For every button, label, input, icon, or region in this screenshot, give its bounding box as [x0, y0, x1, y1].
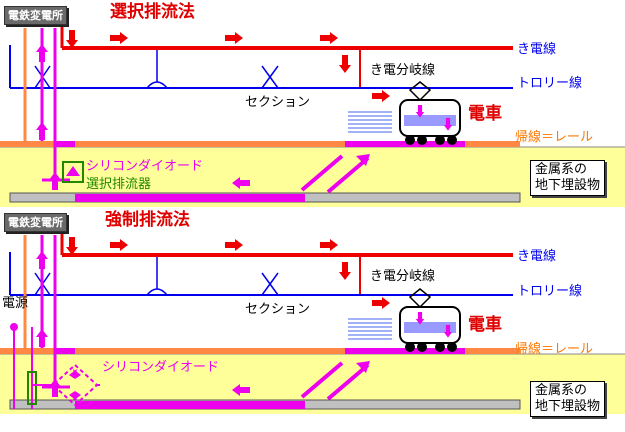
- rail-current-near-station: [55, 348, 75, 354]
- power-source-icon: [27, 371, 37, 405]
- buried-structure-line-1b: 地下埋設物: [535, 178, 601, 193]
- buried-structure-line-2a: 金属系の: [535, 383, 588, 398]
- train-down-arrow-2: [443, 325, 453, 338]
- drainage-box-icon: [62, 161, 84, 183]
- feeder-current-arrow-0: [110, 32, 128, 44]
- return-up-arrow-top: [36, 44, 48, 62]
- diode-label-1: シリコンダイオード: [86, 159, 204, 174]
- substation-label-2: 電鉄変電所: [4, 213, 67, 232]
- trolley-label-2: トロリー線: [517, 284, 583, 299]
- feeder-current-arrow-1: [225, 239, 243, 251]
- bridge-diode-4: [73, 391, 81, 401]
- train-down-arrow-1: [415, 312, 425, 325]
- train-wheel-4: [447, 135, 457, 145]
- station-down-arrow: [66, 237, 78, 255]
- return-label-2: 帰線＝レール: [515, 342, 594, 357]
- train-wheel-3: [435, 342, 445, 352]
- pantograph-icon: [408, 81, 432, 102]
- train-wheel-1: [405, 342, 415, 352]
- section-insulator-b: [261, 272, 279, 296]
- trolley-current-arrow: [372, 297, 390, 309]
- buried-structure-label-1: 金属系の 地下埋設物: [530, 160, 606, 196]
- train-wheel-1: [405, 135, 415, 145]
- bridge-diode-2: [73, 369, 81, 379]
- buried-structure-line-2b: 地下埋設物: [535, 399, 601, 414]
- feeder-label-2: き電線: [517, 249, 557, 264]
- leak-arrow-b: [326, 363, 370, 401]
- branch-label-2: き電分岐線: [370, 269, 436, 284]
- feeder-current-arrow-2: [320, 239, 338, 251]
- power-source-label: 電源: [2, 296, 29, 311]
- return-up-arrow-bottom: [36, 122, 48, 140]
- buried-structure-label-2: 金属系の 地下埋設物: [530, 381, 606, 417]
- trolley-current-arrow: [372, 90, 390, 102]
- branch-label-1: き電分岐線: [370, 63, 436, 78]
- trolley-label-1: トロリー線: [517, 76, 583, 91]
- substation-label-1: 電鉄変電所: [4, 6, 67, 25]
- train-down-arrow-2: [443, 118, 453, 131]
- drain-up-arrow: [49, 172, 61, 190]
- train-wheel-3: [435, 135, 445, 145]
- method-title-1: 選択排流法: [110, 2, 195, 22]
- section-insulator-b: [261, 65, 279, 89]
- feeder-current-arrow-2: [320, 32, 338, 44]
- return-up-arrow-bottom: [36, 329, 48, 347]
- feeder-current-arrow-1: [225, 32, 243, 44]
- train-label-1: 電車: [468, 104, 502, 124]
- rail-current-near-station: [55, 141, 75, 147]
- leak-arrow-a: [300, 154, 344, 192]
- diode-label-2: シリコンダイオード: [102, 360, 220, 375]
- drainage-label-1: 選択排流器: [86, 177, 152, 192]
- train-down-arrow-1: [415, 105, 425, 118]
- train-body-band: [404, 322, 456, 333]
- buried-structure-line-1a: 金属系の: [535, 162, 588, 177]
- section-label-2: セクション: [245, 302, 311, 317]
- feeder-label-1: き電線: [517, 42, 557, 57]
- pipe-current-segment: [75, 194, 305, 202]
- train-body-band: [404, 115, 456, 126]
- branch-down-arrow: [339, 55, 351, 73]
- leak-arrow-head: [356, 361, 370, 373]
- leak-arrow-head: [356, 154, 370, 166]
- rail-line: [0, 141, 520, 147]
- rail-current-under-train: [345, 348, 465, 354]
- plug-terminal: [10, 323, 18, 331]
- train-label-2: 電車: [468, 315, 502, 335]
- train-wheel-2: [417, 342, 427, 352]
- hanger-mid-curve: [146, 81, 168, 89]
- train-wheel-4: [447, 342, 457, 352]
- pipe-current-segment: [75, 401, 305, 409]
- pipe-left-arrow: [232, 177, 250, 189]
- station-down-arrow: [66, 30, 78, 48]
- feeder-current-arrow-0: [110, 239, 128, 251]
- rail-line: [0, 348, 520, 354]
- method-title-2: 強制排流法: [105, 210, 190, 230]
- branch-down-arrow: [339, 262, 351, 280]
- leak-arrow-a: [300, 361, 344, 399]
- return-label-1: 帰線＝レール: [515, 130, 594, 145]
- leak-arrow-b: [326, 156, 370, 194]
- hanger-mid-curve: [146, 288, 168, 296]
- rail-current-under-train: [345, 141, 465, 147]
- return-up-arrow-top: [36, 251, 48, 269]
- section-label-1: セクション: [245, 95, 311, 110]
- train-wheel-2: [417, 135, 427, 145]
- diode-icon: [66, 166, 80, 176]
- bridge-rectifier-icon: [51, 363, 99, 407]
- pipe-left-arrow: [232, 384, 250, 396]
- pantograph-icon: [408, 288, 432, 309]
